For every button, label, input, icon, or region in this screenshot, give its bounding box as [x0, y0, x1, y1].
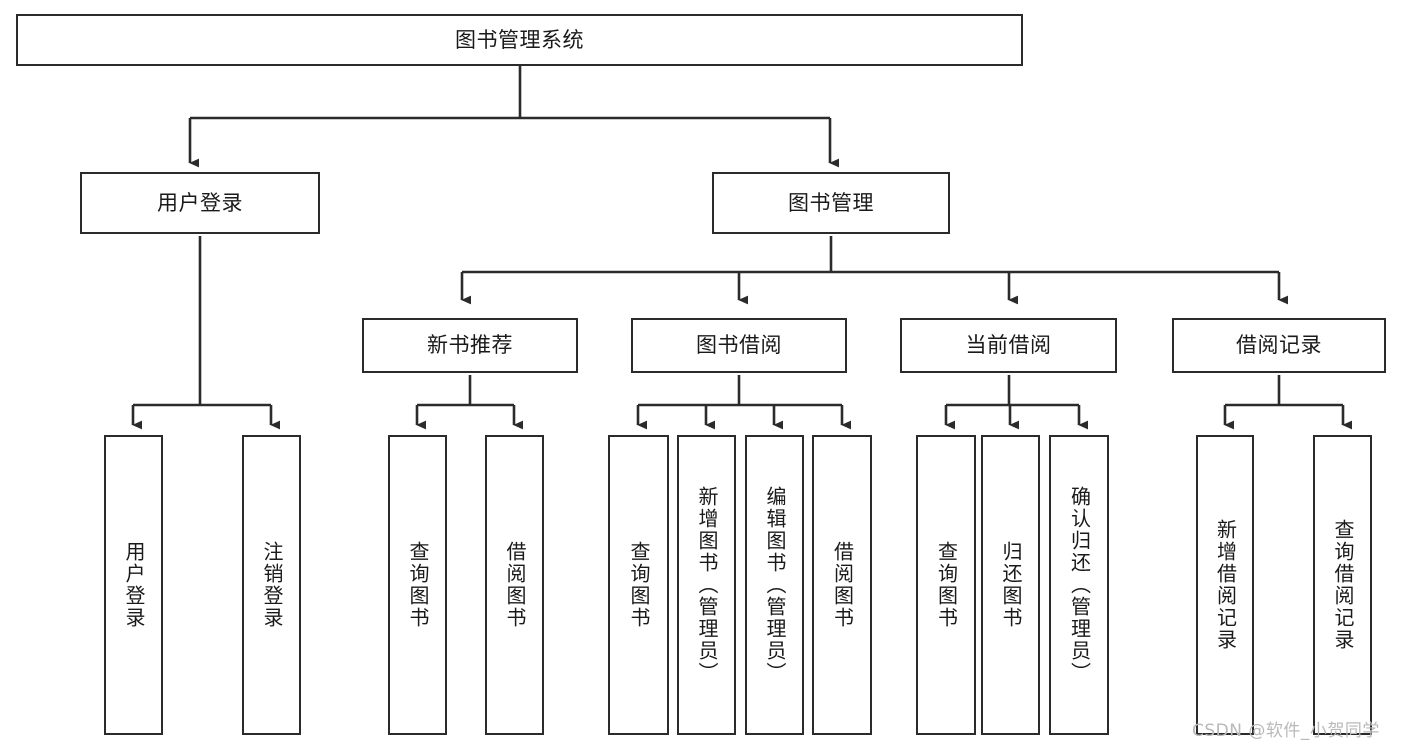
watermark-text: CSDN @软件_小贺同学 — [1192, 721, 1380, 741]
node-book-borrow-label: 图书借阅 — [696, 333, 782, 358]
node-borrow-record-label: 借阅记录 — [1236, 333, 1322, 358]
node-borrow-record[interactable]: 借阅记录 — [1172, 318, 1386, 373]
leaf-label: 查询图书 — [934, 541, 959, 629]
leaf-label: 归还图书 — [999, 541, 1023, 629]
leaf-book-borrow-borrow[interactable]: 借阅图书 — [812, 435, 872, 735]
node-root-label: 图书管理系统 — [455, 27, 584, 52]
leaf-new-book-query[interactable]: 查询图书 — [388, 435, 447, 735]
leaf-label: 编辑图书（管理员） — [763, 486, 787, 684]
node-book-management-label: 图书管理 — [788, 190, 874, 215]
leaf-label: 查询借阅记录 — [1331, 519, 1355, 651]
leaf-label: 用户登录 — [122, 541, 146, 629]
leaf-current-borrow-query[interactable]: 查询图书 — [916, 435, 976, 735]
leaf-label: 注销登录 — [260, 541, 284, 629]
leaf-borrow-record-add[interactable]: 新增借阅记录 — [1196, 435, 1254, 735]
leaf-label: 新增借阅记录 — [1213, 519, 1238, 651]
leaf-book-borrow-query[interactable]: 查询图书 — [608, 435, 669, 735]
node-root[interactable]: 图书管理系统 — [16, 14, 1023, 66]
leaf-label: 借阅图书 — [830, 541, 855, 629]
leaf-book-borrow-edit[interactable]: 编辑图书（管理员） — [745, 435, 804, 735]
leaf-label: 查询图书 — [406, 541, 430, 629]
leaf-book-borrow-add[interactable]: 新增图书（管理员） — [677, 435, 736, 735]
node-user-login-label: 用户登录 — [157, 190, 243, 215]
leaf-label: 确认归还（管理员） — [1067, 486, 1092, 684]
node-book-borrow[interactable]: 图书借阅 — [631, 318, 847, 373]
node-new-book-recommend-label: 新书推荐 — [427, 333, 513, 358]
leaf-user-login-login[interactable]: 用户登录 — [104, 435, 163, 735]
leaf-user-login-logout[interactable]: 注销登录 — [242, 435, 301, 735]
leaf-new-book-borrow[interactable]: 借阅图书 — [485, 435, 544, 735]
node-current-borrow[interactable]: 当前借阅 — [900, 318, 1117, 373]
leaf-label: 新增图书（管理员） — [695, 486, 719, 684]
node-book-management[interactable]: 图书管理 — [712, 172, 950, 234]
node-new-book-recommend[interactable]: 新书推荐 — [362, 318, 578, 373]
leaf-current-borrow-return[interactable]: 归还图书 — [981, 435, 1040, 735]
leaf-label: 查询图书 — [627, 541, 651, 629]
node-current-borrow-label: 当前借阅 — [965, 333, 1052, 358]
leaf-current-borrow-confirm[interactable]: 确认归还（管理员） — [1049, 435, 1109, 735]
leaf-borrow-record-query[interactable]: 查询借阅记录 — [1313, 435, 1372, 735]
leaf-label: 借阅图书 — [503, 541, 527, 629]
node-user-login[interactable]: 用户登录 — [80, 172, 320, 234]
